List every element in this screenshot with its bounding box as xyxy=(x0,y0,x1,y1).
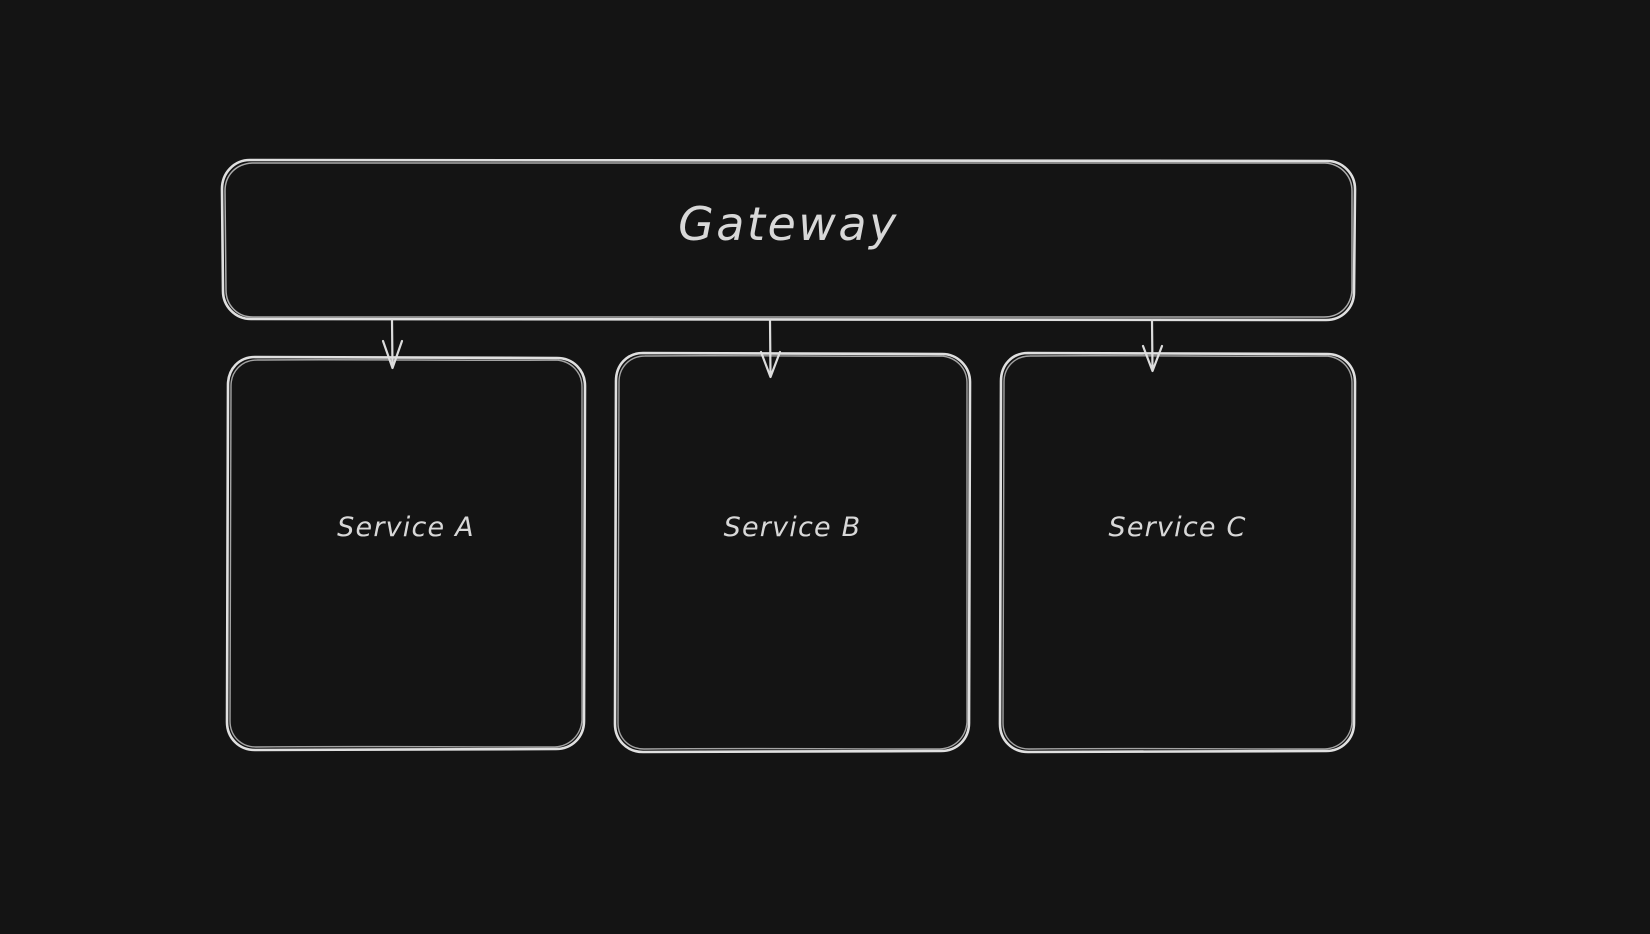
gateway-outline-stroke-1 xyxy=(220,158,1357,322)
service-a-outline-stroke-2 xyxy=(229,359,583,748)
edge-gateway-service-c[interactable] xyxy=(1141,318,1164,373)
service-b-outline-stroke-2 xyxy=(617,355,968,750)
service-a-outline-stroke-1 xyxy=(225,355,587,752)
edge-gateway-service-b[interactable] xyxy=(759,318,782,379)
node-service-a[interactable] xyxy=(225,355,587,752)
edge-line-c xyxy=(1150,318,1154,372)
arrowhead-b xyxy=(759,350,782,379)
node-service-b[interactable] xyxy=(613,351,972,754)
service-c-outline-stroke-1 xyxy=(998,351,1357,754)
edge-gateway-service-a[interactable] xyxy=(381,318,404,370)
node-gateway[interactable] xyxy=(220,158,1357,322)
edge-line-a xyxy=(390,318,394,369)
node-service-c[interactable] xyxy=(998,351,1357,754)
arrowhead-a xyxy=(381,339,404,370)
service-b-outline-stroke-1 xyxy=(613,351,972,754)
gateway-outline-stroke-2 xyxy=(224,161,1353,319)
edge-line-b xyxy=(768,318,772,378)
service-c-outline-stroke-2 xyxy=(1002,355,1353,750)
